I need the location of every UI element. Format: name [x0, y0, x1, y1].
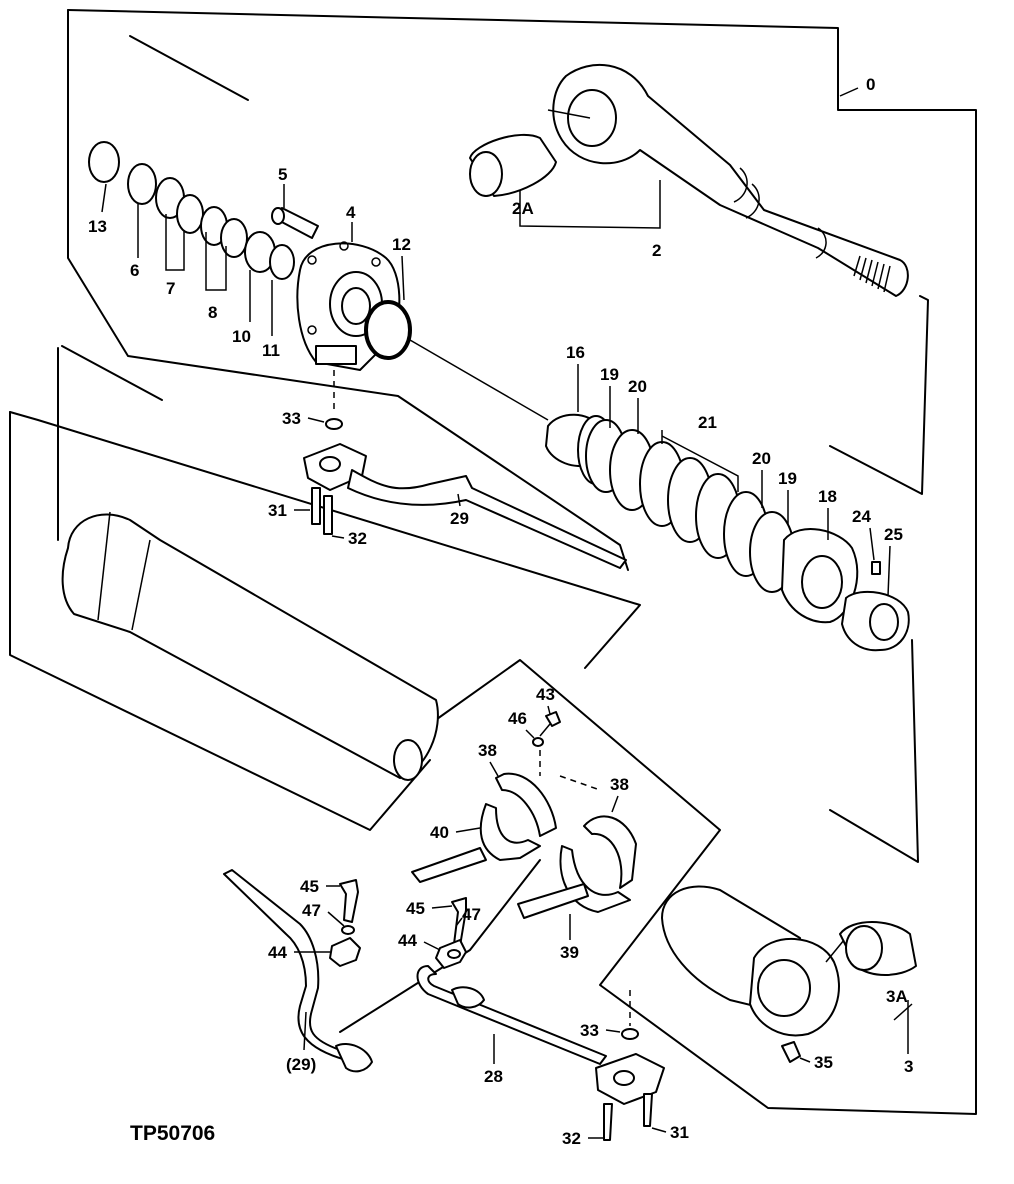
- label-31a: 31: [268, 501, 287, 520]
- barrel-end-icon: [661, 885, 917, 1063]
- label-7: 7: [166, 279, 175, 298]
- label-5: 5: [278, 165, 287, 184]
- figure-code: TP50706: [130, 1122, 215, 1145]
- callouts: 0 2 2A 3 3A 4 5 6 7 8 10 11 12 13 16 18 …: [88, 75, 913, 1148]
- cylinder-rod-icon: [552, 63, 909, 297]
- label-13: 13: [88, 217, 107, 236]
- label-8: 8: [208, 303, 217, 322]
- label-29-ref: (29): [286, 1055, 316, 1074]
- label-32a: 32: [348, 529, 367, 548]
- label-47a: 47: [302, 901, 321, 920]
- label-46: 46: [508, 709, 527, 728]
- label-33b: 33: [580, 1021, 599, 1040]
- label-38b: 38: [610, 775, 629, 794]
- rod-thread: [853, 255, 891, 293]
- label-25: 25: [884, 525, 903, 544]
- label-32b: 32: [562, 1129, 581, 1148]
- label-31b: 31: [670, 1123, 689, 1142]
- label-2: 2: [652, 241, 661, 260]
- label-16: 16: [566, 343, 585, 362]
- label-0: 0: [866, 75, 875, 94]
- label-12: 12: [392, 235, 411, 254]
- seal-stack-icon: [88, 141, 295, 291]
- label-3A: 3A: [886, 987, 908, 1006]
- boundary-lines: [9, 9, 977, 1115]
- cylinder-barrel-icon: [61, 511, 439, 781]
- tube-lower-middle-icon: [416, 897, 665, 1141]
- label-35: 35: [814, 1053, 833, 1072]
- label-33a: 33: [282, 409, 301, 428]
- label-45a: 45: [300, 877, 319, 896]
- flange-block-top-icon: [303, 418, 627, 569]
- tube-lower-left-icon: [223, 869, 373, 1073]
- label-2A: 2A: [512, 199, 534, 218]
- label-39: 39: [560, 943, 579, 962]
- label-28: 28: [484, 1067, 503, 1086]
- label-24: 24: [852, 507, 871, 526]
- label-11: 11: [262, 341, 280, 360]
- label-43: 43: [536, 685, 555, 704]
- label-38a: 38: [478, 741, 497, 760]
- label-21: 21: [698, 413, 717, 432]
- label-19b: 19: [778, 469, 797, 488]
- label-20a: 20: [628, 377, 647, 396]
- cylinder-head-icon: [271, 207, 549, 421]
- clamp-group-icon: [411, 711, 637, 919]
- leader-lines-top: [519, 180, 661, 229]
- rod-bushing-icon: [469, 109, 591, 197]
- label-20b: 20: [752, 449, 771, 468]
- piston-assembly-icon: [545, 413, 910, 652]
- label-40: 40: [430, 823, 449, 842]
- label-4: 4: [346, 203, 356, 222]
- label-45b: 45: [406, 899, 425, 918]
- label-19a: 19: [600, 365, 619, 384]
- label-6: 6: [130, 261, 139, 280]
- label-44b: 44: [398, 931, 417, 950]
- label-29: 29: [450, 509, 469, 528]
- label-3: 3: [904, 1057, 913, 1076]
- label-18: 18: [818, 487, 837, 506]
- label-44a: 44: [268, 943, 287, 962]
- label-10: 10: [232, 327, 251, 346]
- label-47b: 47: [462, 905, 481, 924]
